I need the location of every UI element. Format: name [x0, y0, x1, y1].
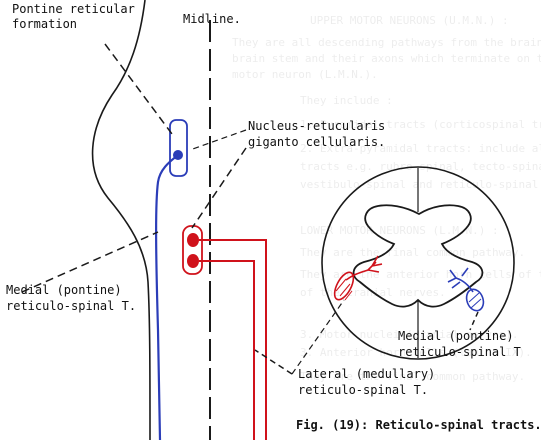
lateral-tract-hatch [344, 290, 353, 301]
label-nucleus-line2: giganto cellularis. [248, 135, 385, 149]
ghost-line: 3. Motor nuclei (cranial nerves). [300, 328, 519, 341]
leader-medial-right [469, 311, 479, 331]
label-medial-left-line1: Medial (pontine) [6, 283, 122, 297]
medial-pontine-tract [155, 119, 188, 440]
leader-medial-left [21, 231, 159, 293]
leader-nucleus-gigantocellularis-upper [189, 129, 247, 151]
figure-caption: Fig. (19): Reticulo-spinal tracts. [296, 418, 541, 432]
lateral-medullary-tract [182, 225, 267, 440]
medullary-nucleus-cell-upper [187, 233, 199, 247]
spinal-cord-cross-section [321, 166, 515, 360]
label-formation: formation [12, 17, 77, 31]
label-midline: Midline. [183, 12, 241, 26]
cord-outline [321, 166, 515, 360]
lateral-tract-fiber-inner [199, 260, 255, 440]
lateral-tract-hatch [335, 278, 347, 292]
ghost-line: 3. Anterior horn cells (lamina IX). [300, 346, 532, 359]
ghost-line: brain stem and their axons which termina… [232, 52, 541, 65]
ghost-line: They are the final common pathway. [300, 246, 525, 259]
label-medial-right-line2: reticulo-spinal T [398, 345, 521, 359]
label-medial-right-line1: Medial (pontine) [398, 329, 514, 343]
ghost-line: motor neuron (L.M.N.). [232, 68, 378, 81]
label-lateral-line2: reticulo-spinal T. [298, 383, 428, 397]
leader-lateral-cross [291, 299, 345, 375]
ghost-line: They are all descending pathways from th… [232, 36, 541, 49]
leader-lines [21, 43, 479, 375]
label-lateral-line1: Lateral (medullary) [298, 367, 435, 381]
show-through-text: UPPER MOTOR NEURONS (U.M.N.) : They are … [232, 14, 541, 383]
pontine-nucleus-box [169, 119, 188, 177]
ghost-line: 1. Pyramidal tracts (corticospinal tract… [300, 118, 541, 131]
ghost-line: 2. Extra-pyramidal tracts: include all o… [300, 142, 541, 155]
medial-tract-terminals [447, 267, 474, 293]
ghost-line: They are the anterior horn cells of the … [300, 268, 541, 281]
medial-tract-hatch [468, 292, 480, 303]
ghost-line: UPPER MOTOR NEURONS (U.M.N.) : [310, 14, 509, 27]
label-medial-left-line2: reticulo-spinal T. [6, 299, 136, 313]
lateral-tract-area [333, 271, 355, 301]
label-nucleus-line1: Nucleus-retucularis [248, 119, 385, 133]
leader-nucleus-gigantocellularis [191, 147, 247, 229]
brainstem-outline [91, 0, 151, 440]
medial-tract-area [465, 288, 485, 312]
lateral-tract-hatch [339, 283, 351, 297]
lateral-tract-fiber-outer [199, 239, 267, 440]
leader-pontine-formation [104, 43, 173, 135]
ghost-line: vestibulo-spinal and reticulo-spinal tra… [300, 178, 541, 191]
leader-lateral [254, 349, 293, 375]
medial-tract-fiber [155, 154, 179, 440]
medial-tract-hatch [470, 298, 482, 309]
lateral-tract-terminals [345, 255, 383, 281]
ghost-line: They are the final common pathway. [300, 370, 525, 383]
label-pontine-reticular: Pontine reticular [12, 2, 135, 16]
medullary-nucleus-cell-lower [187, 254, 199, 268]
ghost-line: They include : [300, 94, 393, 107]
ghost-line: LOWER MOTOR NEURONS (L.M.N.) : [300, 224, 499, 237]
